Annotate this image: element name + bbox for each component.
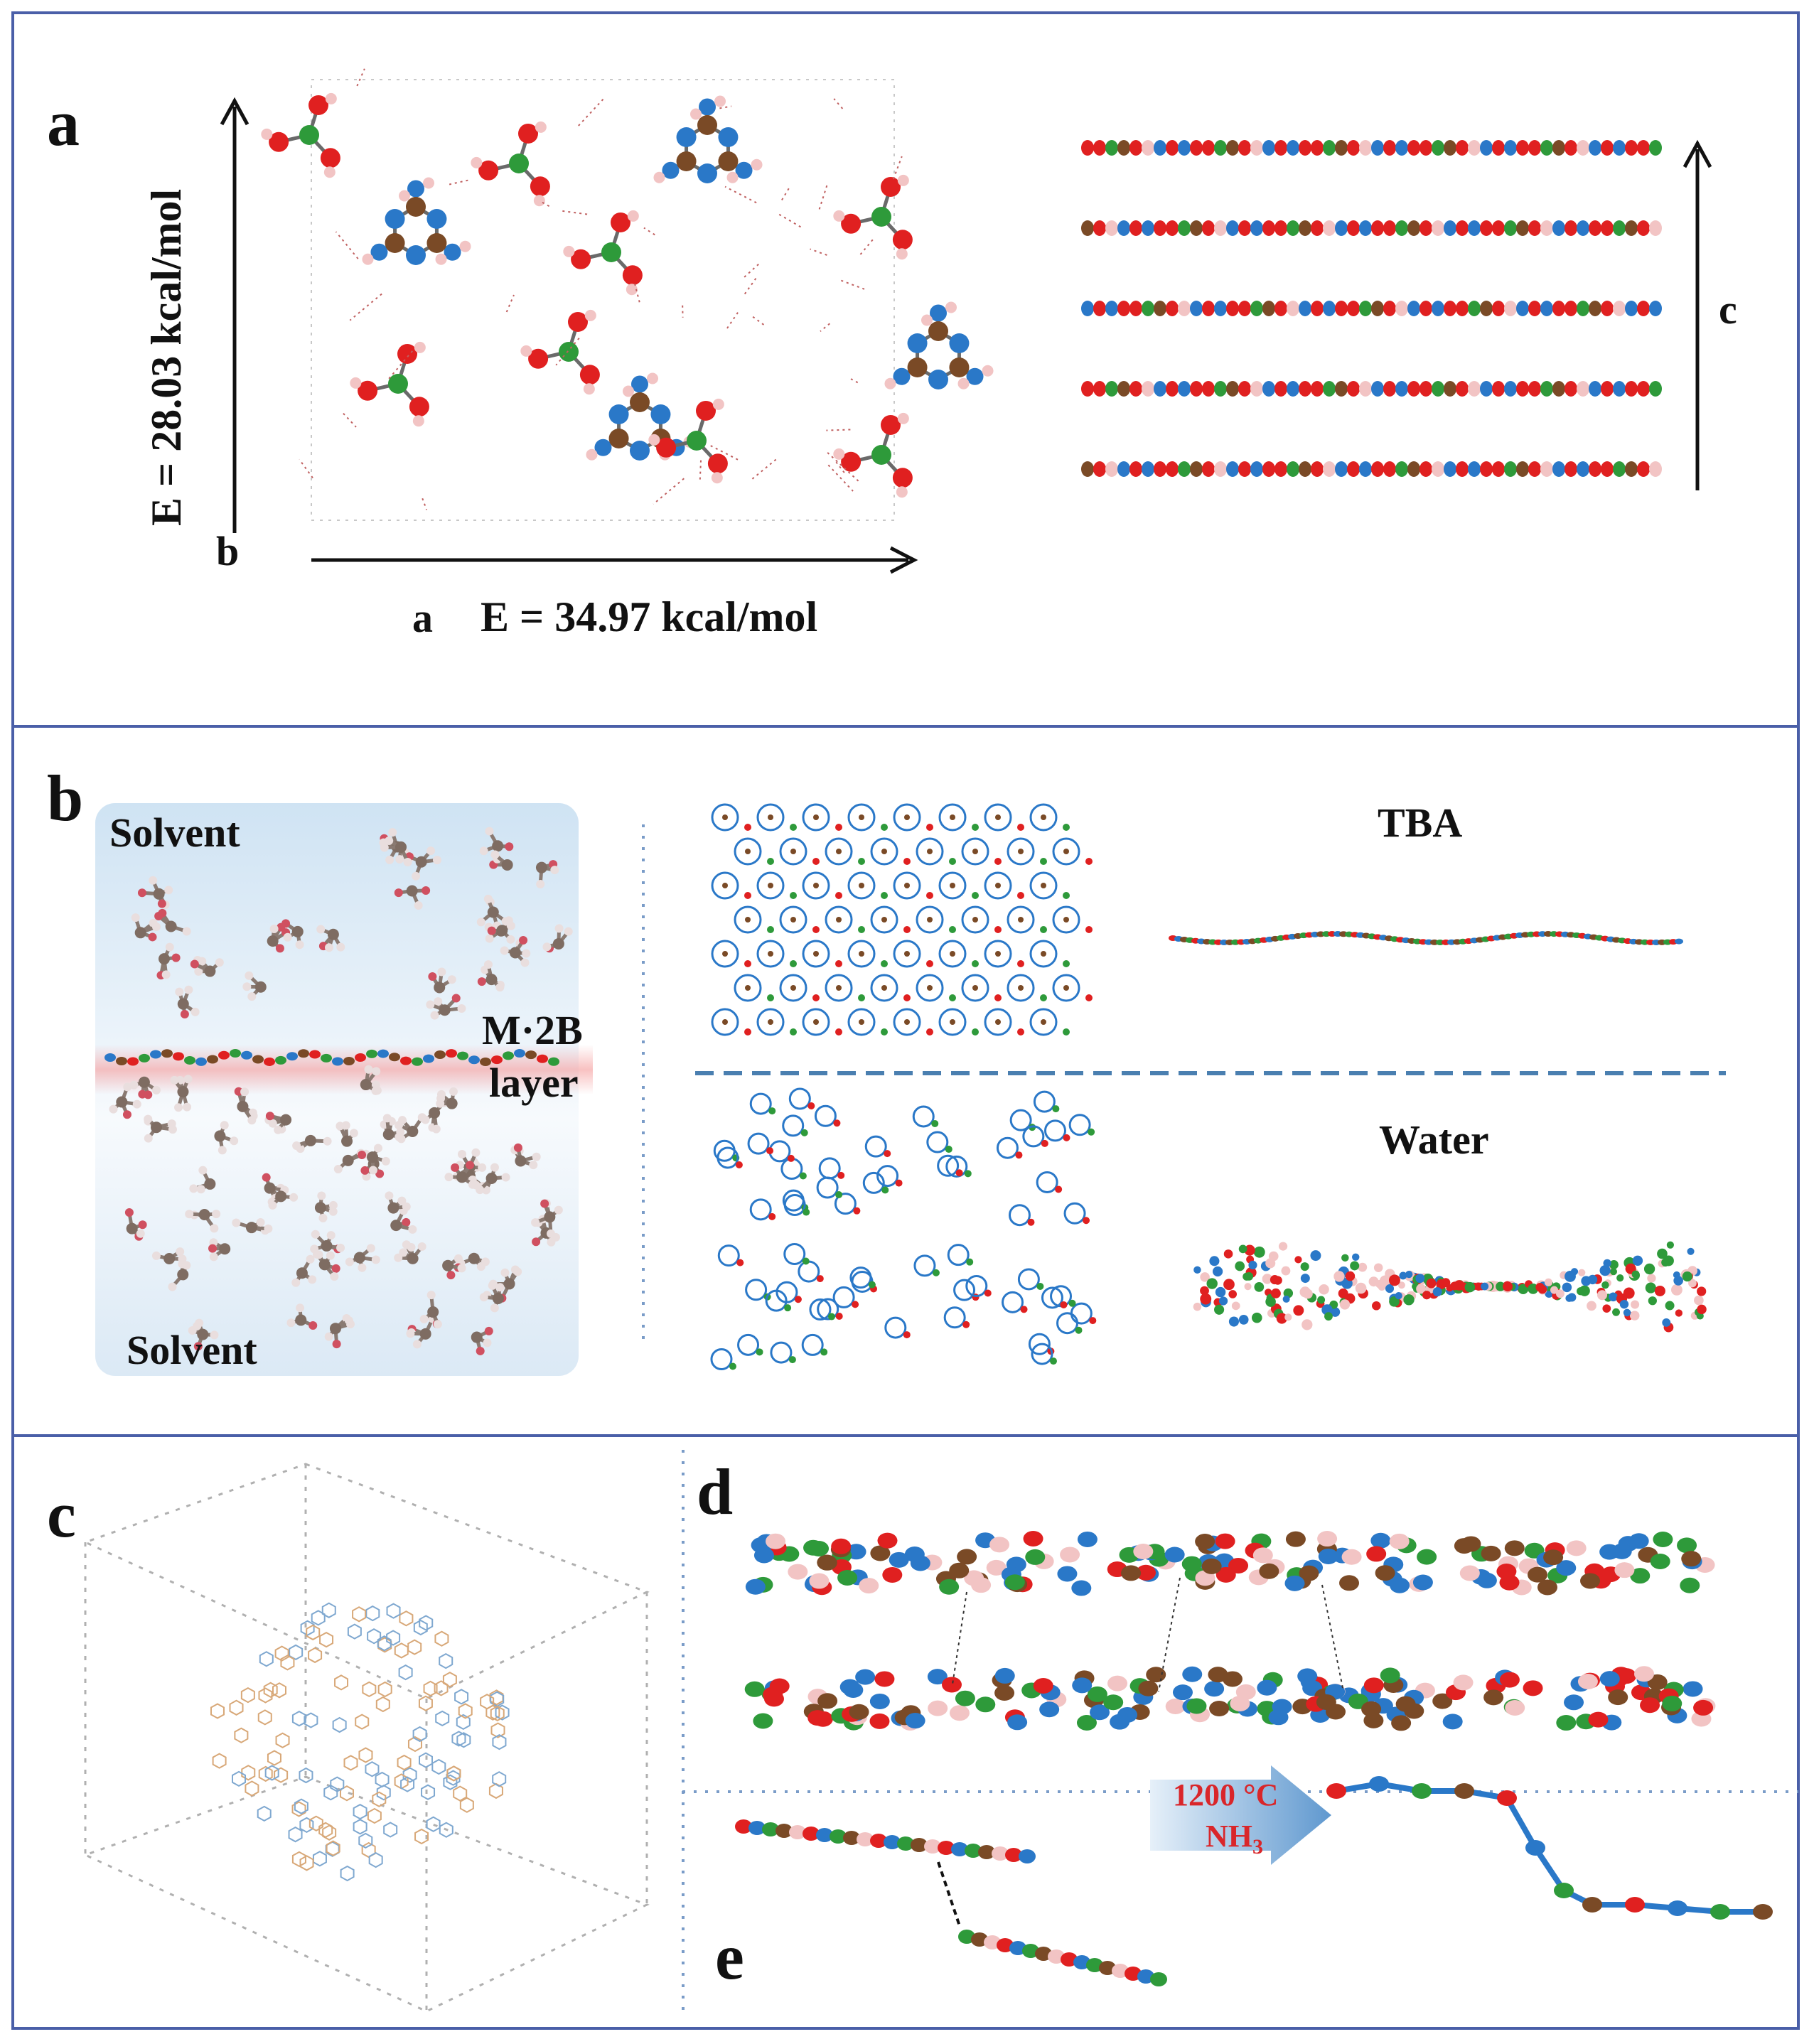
solvent-bottom-label: Solvent bbox=[127, 1327, 257, 1373]
energy-a-label: E = 34.97 kcal/mol bbox=[481, 593, 818, 640]
figure-frame bbox=[11, 11, 1800, 2030]
b-axis-arrow bbox=[220, 97, 249, 533]
reaction-arrow bbox=[1150, 1765, 1331, 1865]
panel-c-label: c bbox=[47, 1478, 76, 1551]
panel-divider-bc bbox=[14, 1434, 1800, 1437]
panel-a-label: a bbox=[47, 87, 80, 159]
layer-stack-side-view bbox=[1081, 140, 1662, 477]
panel-e-label: e bbox=[715, 1920, 744, 1993]
fragment-before-heating bbox=[735, 1819, 1167, 1986]
panel-divider-ab bbox=[14, 725, 1800, 728]
m2b-network-top-view bbox=[261, 68, 994, 521]
layer-label-line1: M·2B bbox=[482, 1007, 583, 1053]
fragment-after-heating bbox=[1326, 1776, 1773, 1920]
layer-label-line2: layer bbox=[489, 1060, 579, 1106]
condition-gas-subscript: 3 bbox=[1252, 1834, 1263, 1859]
tba-network-top-view bbox=[711, 803, 1093, 1036]
solvent-molecules bbox=[104, 827, 573, 1355]
energy-b-label: E = 28.03 kcal/mol bbox=[143, 188, 190, 526]
b-axis-letter: b bbox=[216, 528, 240, 574]
a-axis-letter: a bbox=[412, 595, 433, 641]
tba-label: TBA bbox=[1378, 800, 1463, 846]
panel-b-dashed-separator bbox=[695, 1071, 1726, 1075]
water-layer-side-view bbox=[1193, 1241, 1707, 1333]
panel-cd-dotted-separator bbox=[682, 1450, 685, 2018]
a-axis-arrow bbox=[311, 546, 918, 574]
c-axis-arrow bbox=[1682, 139, 1712, 490]
c-axis-letter: c bbox=[1719, 286, 1737, 333]
solvent-top-label: Solvent bbox=[109, 809, 240, 856]
simulation-box bbox=[82, 1463, 650, 2013]
panel-b-label: b bbox=[47, 762, 84, 834]
panel-d-label: d bbox=[697, 1456, 734, 1528]
panel-b-dotted-separator bbox=[642, 824, 645, 1343]
tba-layer-side-view bbox=[1169, 931, 1683, 945]
condition-temperature: 1200 °C bbox=[1173, 1777, 1279, 1812]
water-label: Water bbox=[1379, 1117, 1489, 1163]
stacked-sheets-3d bbox=[210, 1602, 510, 1882]
condition-gas: NH3 bbox=[1206, 1819, 1263, 1859]
water-network-top-view bbox=[710, 1087, 1097, 1370]
bilayer-side-view bbox=[744, 1531, 1716, 1731]
